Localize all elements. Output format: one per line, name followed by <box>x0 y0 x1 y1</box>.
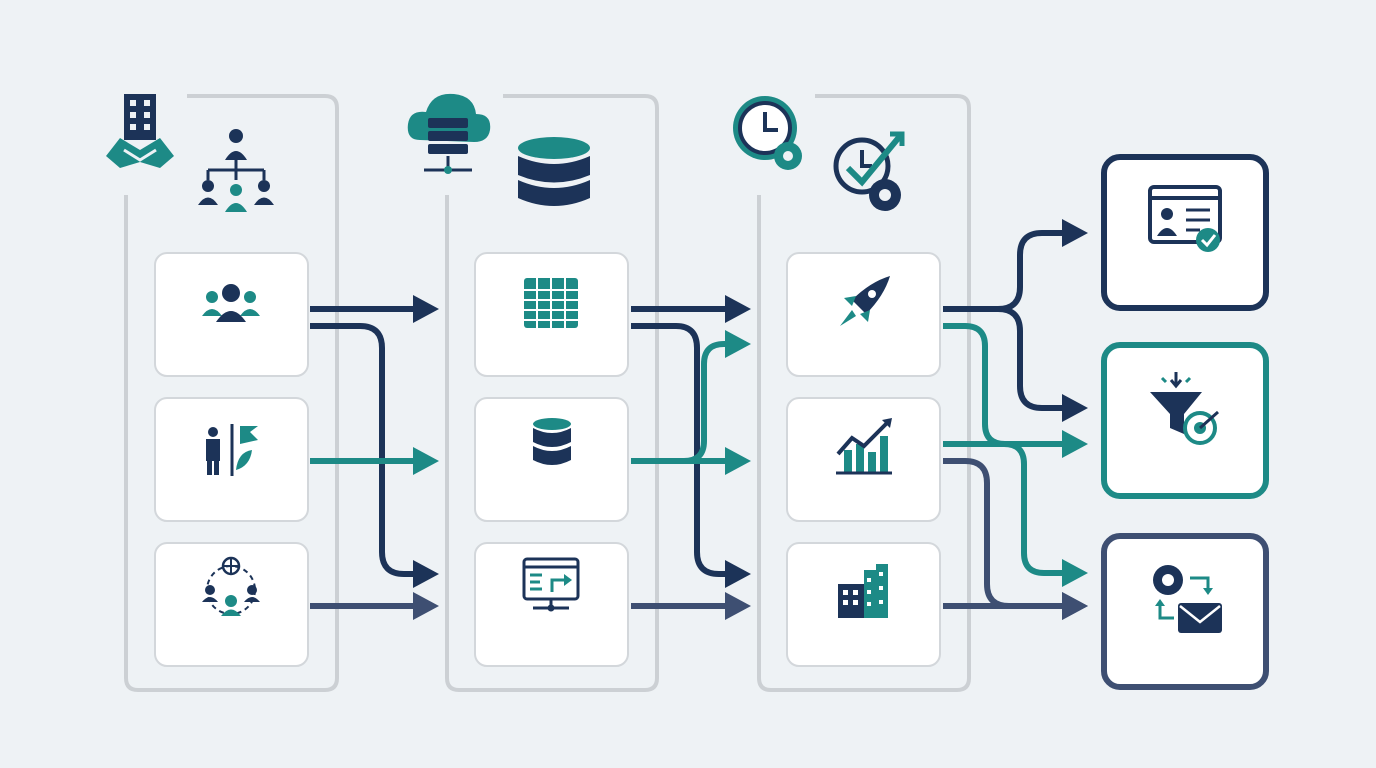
web-data-flow-icon <box>522 557 580 612</box>
arrow-c3r1-to-out2 <box>943 306 1088 422</box>
team-group-icon <box>202 284 260 322</box>
rocket-icon <box>840 276 890 326</box>
arrow-c1r1-to-c2r3 <box>310 323 439 588</box>
output-card-1 <box>1101 154 1269 311</box>
global-network-people-icon <box>202 556 260 616</box>
person-strategy-flag-icon <box>206 424 258 476</box>
arrow-c2r2-to-c3r1 <box>631 330 751 464</box>
database-icon <box>518 137 590 206</box>
arrow-c3r1-to-out2-teal <box>943 323 1088 458</box>
arrow-c3r1-to-out1 <box>943 219 1088 312</box>
stage-1-column <box>124 94 339 692</box>
arrow-c2r1-to-c3r3 <box>631 323 751 588</box>
clock-gear-icon <box>733 96 802 170</box>
buildings-icon <box>838 564 888 618</box>
spreadsheet-icon <box>524 278 578 328</box>
database-small-icon <box>533 418 571 465</box>
cloud-server-icon <box>407 93 491 174</box>
profile-check-icon <box>1148 185 1222 252</box>
funnel-target-icon <box>1150 372 1219 445</box>
org-chart-icon <box>198 129 274 212</box>
gear-mail-icon <box>1153 565 1222 633</box>
stage-2-column <box>445 94 659 692</box>
growth-chart-icon <box>836 418 892 475</box>
clock-check-gear-icon <box>833 131 905 211</box>
stage-3-column <box>757 94 971 692</box>
office-partnership-icon <box>106 94 174 168</box>
arrow-c3r2-to-out3 <box>943 441 1088 587</box>
arrow-c3r2-to-out3-slate <box>943 458 1088 620</box>
